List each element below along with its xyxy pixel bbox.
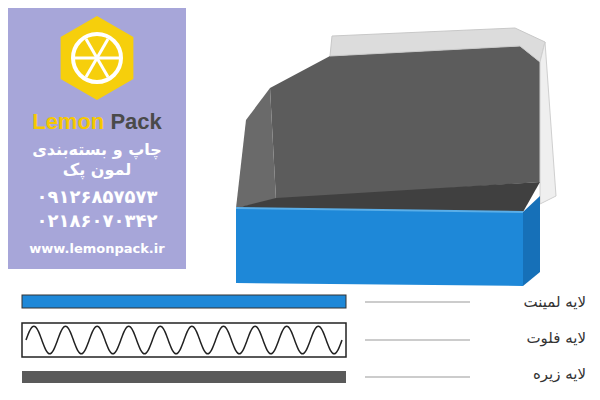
leader-line [365,339,470,341]
lemon-segment [86,58,97,77]
layer-label: لایه فلوت [526,329,586,347]
phone-number: ۰۲۱۸۶۰۷۰۳۴۲ [37,210,158,233]
lemon-segment [86,39,97,58]
box-edge [236,208,523,212]
logo-hexagon [61,16,134,100]
laminate-layer [22,295,346,308]
brand-tagline: چاپ و بسته‌بندی لمون پک [22,140,172,180]
lemon-slice [73,34,121,82]
box-front [236,208,523,286]
lid-rim [330,28,545,62]
layer-label: لایه لمینت [523,293,586,311]
leader-line [365,376,470,378]
lemon-segment [97,58,108,77]
lid-flap [540,42,556,204]
lemon-logo [8,8,186,108]
lemon-segment [97,39,108,58]
flute-wave [26,326,342,354]
box-floor [236,182,540,212]
website: www.lemonpack.ir [29,241,164,257]
phone-number: ۰۹۱۲۶۸۵۷۵۷۳ [37,186,158,209]
layer-label: لایه زیره [533,365,586,383]
brand-name: Lemon Pack [32,108,162,136]
box-side [523,196,540,286]
lemon-segment [97,57,119,60]
logo-panel: Lemon Pack چاپ و بسته‌بندی لمون پک ۰۹۱۲۶۸۵… [8,8,186,269]
liner-layer [22,371,346,383]
lid-side [236,88,276,208]
lid-inside [270,46,540,200]
leader-line [365,301,470,303]
lemon-segment [75,57,97,60]
flute-layer [22,323,346,357]
